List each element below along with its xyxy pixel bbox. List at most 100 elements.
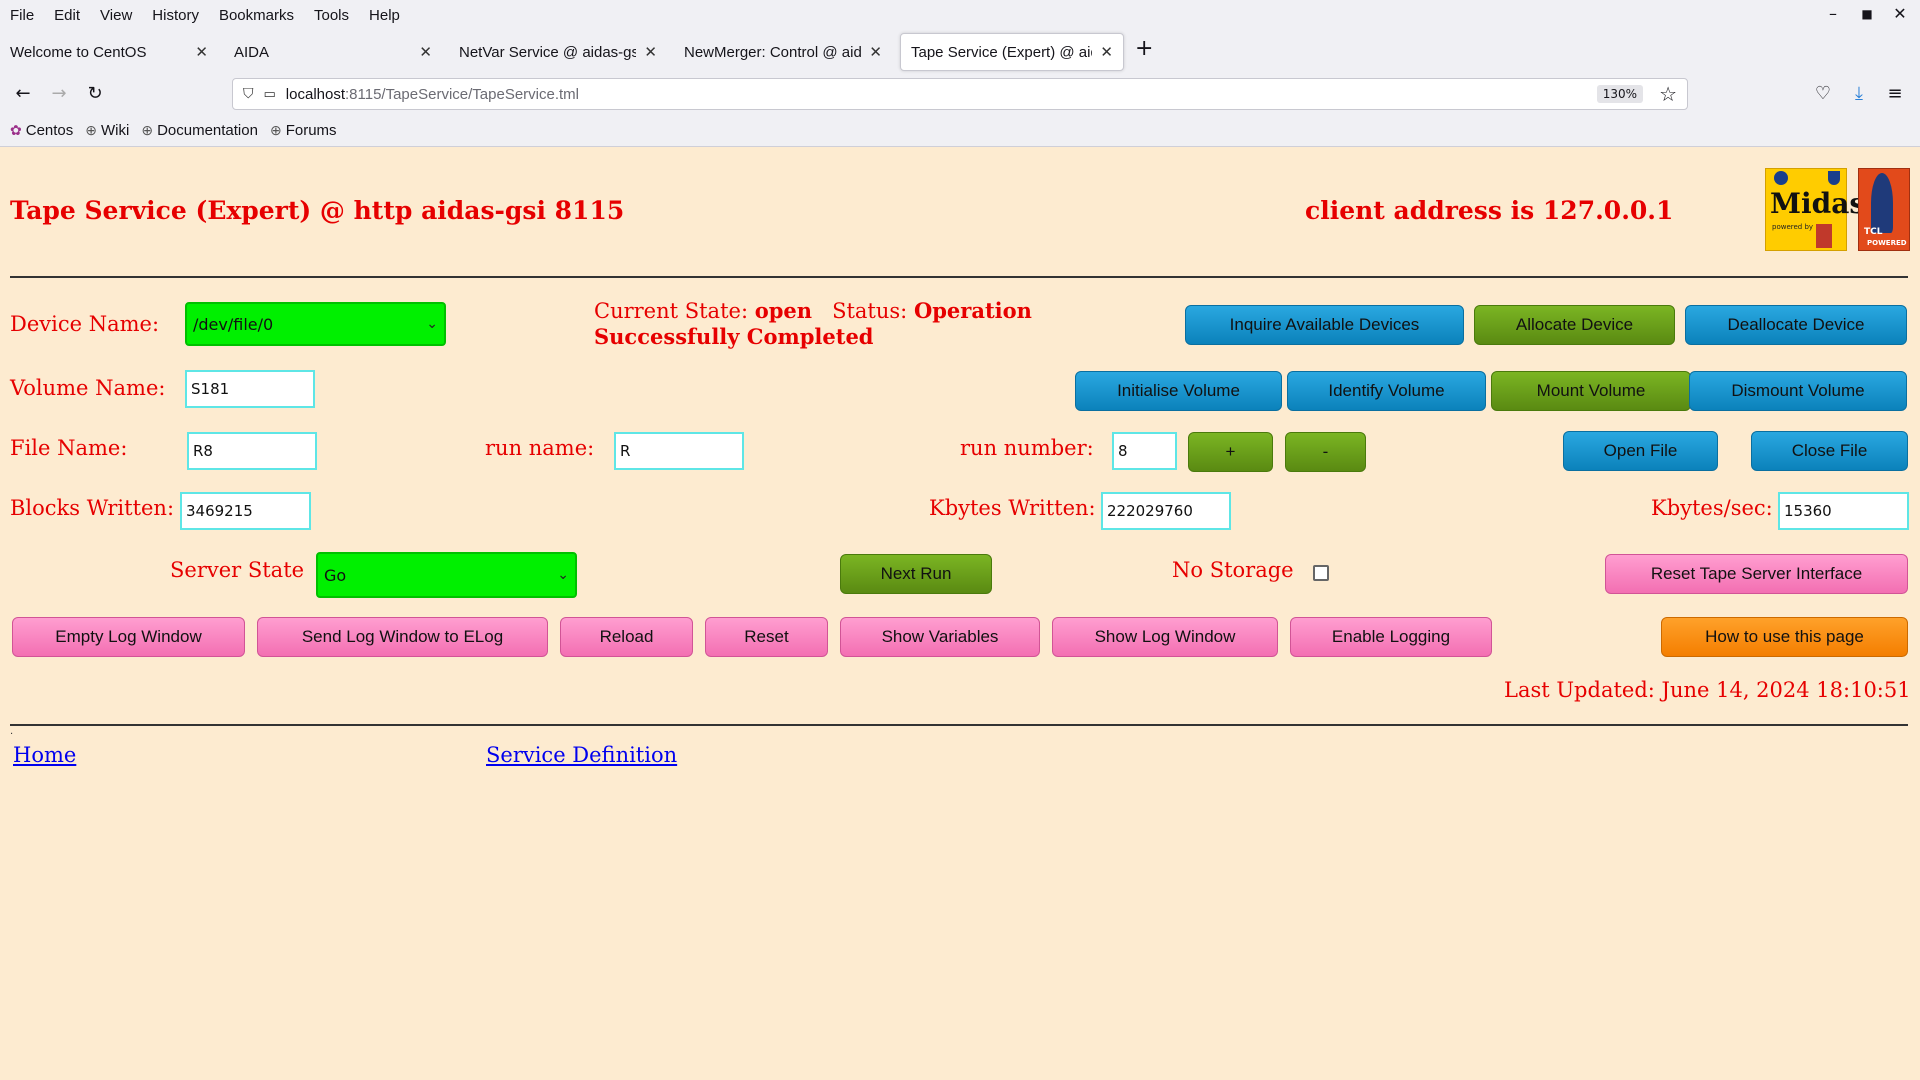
midas-logo: Midas powered by xyxy=(1765,168,1865,251)
globe-icon: ⊕ xyxy=(85,121,97,138)
menu-bookmarks[interactable]: Bookmarks xyxy=(218,6,294,24)
file-name-input[interactable]: R8 xyxy=(187,432,317,470)
new-tab-icon[interactable]: + xyxy=(1135,36,1154,61)
no-storage-checkbox[interactable] xyxy=(1313,565,1329,581)
minimize-icon[interactable]: – xyxy=(1829,4,1837,23)
reload-button[interactable]: Reload xyxy=(560,617,693,657)
next-run-button[interactable]: Next Run xyxy=(840,554,992,594)
tab-newmerger[interactable]: NewMerger: Control @ aidas ✕ xyxy=(674,33,892,71)
menu-help[interactable]: Help xyxy=(369,6,400,24)
mount-volume-button[interactable]: Mount Volume xyxy=(1491,371,1691,411)
close-tab-icon[interactable]: ✕ xyxy=(1100,44,1113,61)
hamburger-menu-icon[interactable]: ≡ xyxy=(1887,83,1903,104)
run-number-decrement-button[interactable]: - xyxy=(1285,432,1366,472)
server-state-select[interactable]: Go ⌄ xyxy=(316,552,577,598)
kbytes-written-field[interactable]: 222029760 xyxy=(1101,492,1231,530)
home-link[interactable]: Home xyxy=(13,743,77,767)
send-log-to-elog-button[interactable]: Send Log Window to ELog xyxy=(257,617,548,657)
run-number-input[interactable]: 8 xyxy=(1112,432,1177,470)
divider-bottom xyxy=(10,724,1908,726)
bookmark-label: Centos xyxy=(25,121,74,139)
forward-icon[interactable]: → xyxy=(51,83,67,104)
url-bar[interactable]: ⛉ ▭ localhost:8115/TapeService/TapeServi… xyxy=(232,78,1688,110)
midas-mini-tcl-icon xyxy=(1816,224,1832,248)
show-variables-button[interactable]: Show Variables xyxy=(840,617,1040,657)
menu-view[interactable]: View xyxy=(100,6,133,24)
open-file-button[interactable]: Open File xyxy=(1563,431,1718,471)
pocket-icon[interactable]: ♡ xyxy=(1814,83,1832,104)
state-value: open xyxy=(754,298,813,323)
last-updated: Last Updated: June 14, 2024 18:10:51 xyxy=(1504,678,1911,702)
bookmark-forums[interactable]: ⊕Forums xyxy=(270,122,337,139)
close-tab-icon[interactable]: ✕ xyxy=(644,44,657,61)
kbytes-per-sec-field[interactable]: 15360 xyxy=(1778,492,1909,530)
deallocate-device-button[interactable]: Deallocate Device xyxy=(1685,305,1907,345)
reload-icon[interactable]: ↻ xyxy=(87,83,103,104)
device-name-select[interactable]: /dev/file/0 ⌄ xyxy=(185,302,446,346)
run-name-input[interactable]: R xyxy=(614,432,744,470)
star-icon[interactable]: ☆ xyxy=(1659,82,1677,106)
tab-title: AIDA xyxy=(234,43,270,61)
back-icon[interactable]: ← xyxy=(15,83,31,104)
centos-icon: ✿ xyxy=(10,121,22,138)
close-tab-icon[interactable]: ✕ xyxy=(195,44,208,61)
status-value: Operation Successfully Completed xyxy=(594,298,1032,349)
download-icon[interactable]: ⤓ xyxy=(1855,83,1863,104)
volume-name-label: Volume Name: xyxy=(10,376,166,400)
close-tab-icon[interactable]: ✕ xyxy=(869,44,882,61)
state-status-text: Current State: open Status: Operation Su… xyxy=(594,298,1064,350)
menu-history[interactable]: History xyxy=(152,6,199,24)
close-file-button[interactable]: Close File xyxy=(1751,431,1908,471)
show-log-window-button[interactable]: Show Log Window xyxy=(1052,617,1278,657)
bookmark-label: Forums xyxy=(285,121,337,139)
menu-file[interactable]: File xyxy=(10,6,35,24)
empty-log-window-button[interactable]: Empty Log Window xyxy=(12,617,245,657)
tab-title: Tape Service (Expert) @ aidas xyxy=(911,43,1092,61)
midas-logo-text: Midas xyxy=(1770,187,1866,220)
page-info-icon[interactable]: ▭ xyxy=(263,86,276,102)
reset-tape-server-button[interactable]: Reset Tape Server Interface xyxy=(1605,554,1908,594)
inquire-devices-button[interactable]: Inquire Available Devices xyxy=(1185,305,1464,345)
tcl-logo-text: TCL xyxy=(1864,227,1883,237)
maximize-icon[interactable]: ■ xyxy=(1861,7,1873,21)
tab-centos[interactable]: Welcome to CentOS ✕ xyxy=(0,33,218,71)
tab-title: Welcome to CentOS xyxy=(10,43,147,61)
how-to-use-button[interactable]: How to use this page xyxy=(1661,617,1908,657)
close-window-icon[interactable]: ✕ xyxy=(1893,4,1907,23)
tcl-logo-sub: POWERED xyxy=(1867,239,1907,247)
initialise-volume-button[interactable]: Initialise Volume xyxy=(1075,371,1282,411)
midas-ball-icon xyxy=(1774,171,1788,185)
menu-edit[interactable]: Edit xyxy=(54,6,81,24)
page-title: Tape Service (Expert) @ http aidas-gsi 8… xyxy=(10,196,625,225)
server-state-value: Go xyxy=(324,565,347,585)
zoom-badge[interactable]: 130% xyxy=(1596,85,1643,103)
menu-bar: File Edit View History Bookmarks Tools H… xyxy=(0,0,1920,30)
state-prefix: Current State: xyxy=(594,299,749,323)
run-number-increment-button[interactable]: + xyxy=(1188,432,1273,472)
close-tab-icon[interactable]: ✕ xyxy=(419,44,432,61)
url-host: localhost xyxy=(285,85,345,103)
identify-volume-button[interactable]: Identify Volume xyxy=(1287,371,1486,411)
tab-aida[interactable]: AIDA ✕ xyxy=(224,33,442,71)
browser-chrome: File Edit View History Bookmarks Tools H… xyxy=(0,0,1920,147)
enable-logging-button[interactable]: Enable Logging xyxy=(1290,617,1492,657)
midas-logo-sub: powered by xyxy=(1772,223,1814,231)
bookmark-centos[interactable]: ✿Centos xyxy=(10,122,73,139)
dismount-volume-button[interactable]: Dismount Volume xyxy=(1689,371,1907,411)
service-definition-link[interactable]: Service Definition xyxy=(486,743,678,767)
tab-tape-service[interactable]: Tape Service (Expert) @ aidas ✕ xyxy=(900,33,1124,71)
url-text[interactable]: localhost:8115/TapeService/TapeService.t… xyxy=(286,86,579,103)
bookmark-label: Documentation xyxy=(157,121,258,139)
shield-icon[interactable]: ⛉ xyxy=(243,86,254,102)
reset-button[interactable]: Reset xyxy=(705,617,828,657)
bookmark-documentation[interactable]: ⊕Documentation xyxy=(141,122,258,139)
menu-tools[interactable]: Tools xyxy=(313,6,350,24)
device-name-value: /dev/file/0 xyxy=(193,314,274,334)
bookmark-wiki[interactable]: ⊕Wiki xyxy=(85,122,129,139)
allocate-device-button[interactable]: Allocate Device xyxy=(1474,305,1675,345)
blocks-written-field[interactable]: 3469215 xyxy=(180,492,311,530)
volume-name-input[interactable]: S181 xyxy=(185,370,315,408)
midas-shield-icon xyxy=(1828,171,1840,185)
globe-icon: ⊕ xyxy=(141,121,154,138)
tab-netvar[interactable]: NetVar Service @ aidas-gsi ✕ xyxy=(449,33,667,71)
